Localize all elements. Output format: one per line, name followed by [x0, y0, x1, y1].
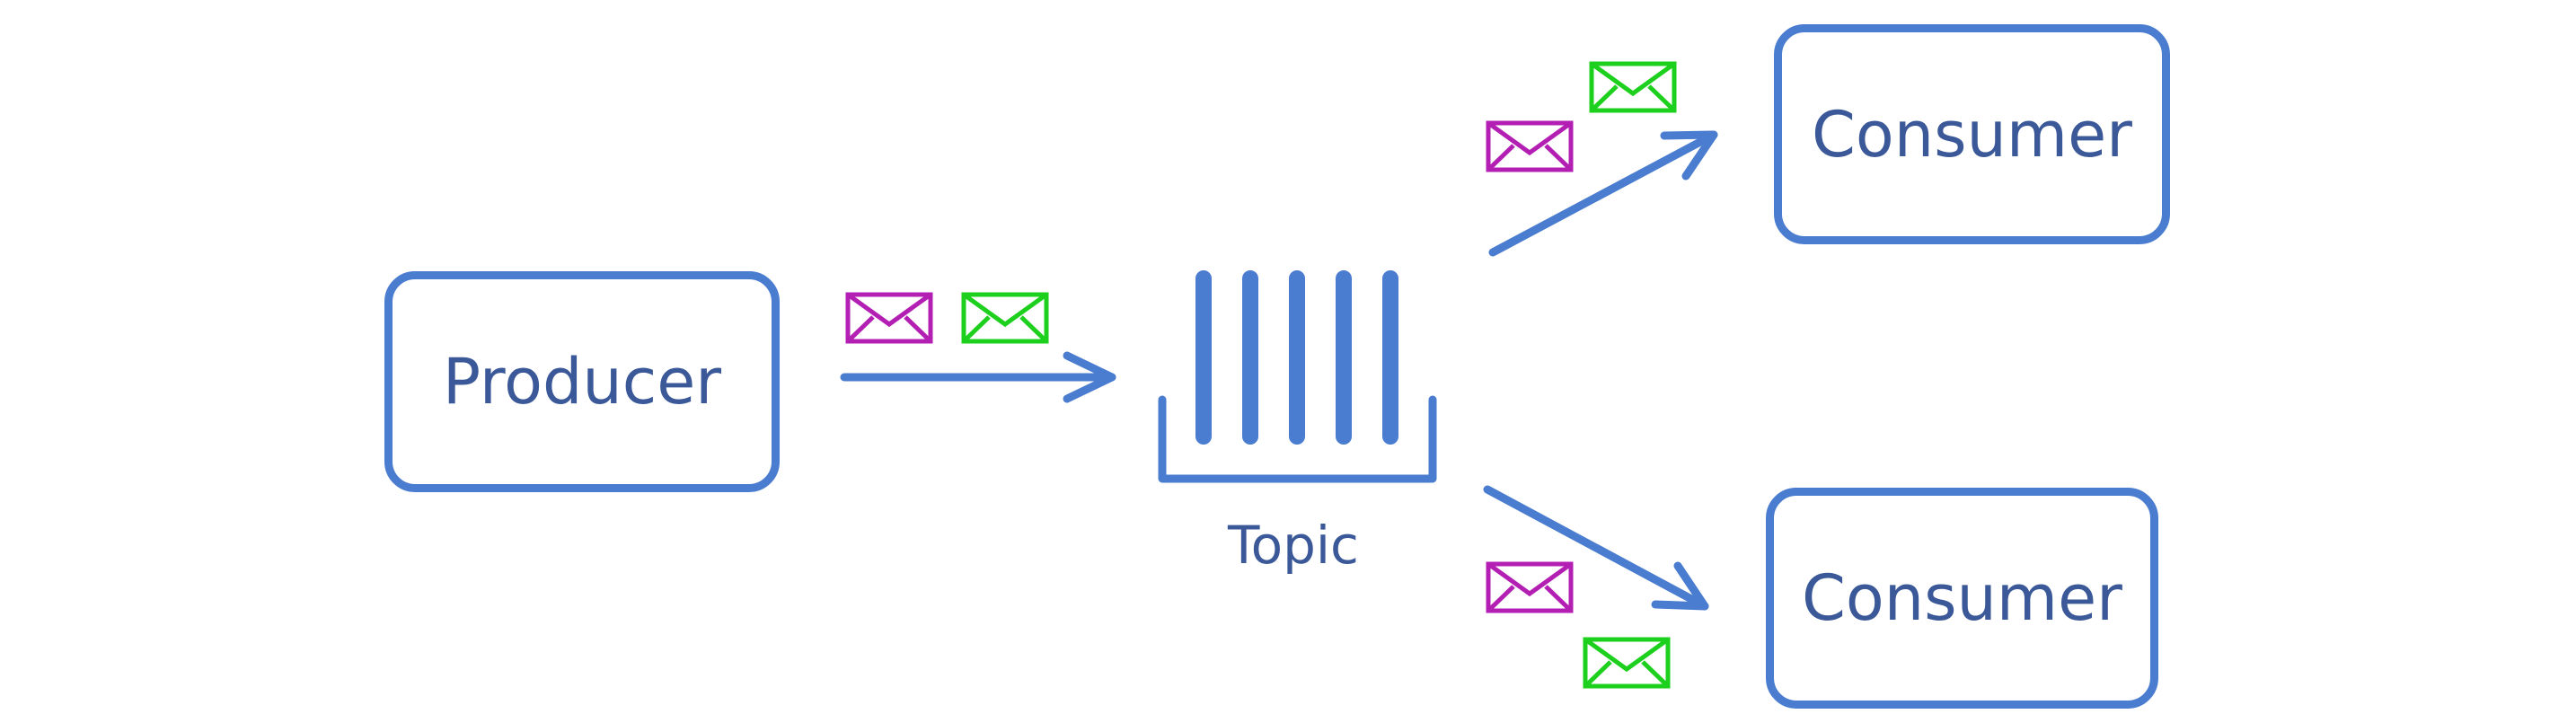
envelope-icon [1589, 61, 1677, 113]
topic-to-consumer-top-arrow [1488, 130, 1718, 257]
consumer-box: Consumer [1774, 24, 2170, 244]
envelope-icon [1583, 637, 1671, 689]
envelope-icon [845, 292, 933, 344]
producer-label: Producer [442, 345, 722, 419]
consumer-box: Consumer [1766, 488, 2158, 709]
topic-queue-icon [1158, 270, 1437, 483]
consumer-label: Consumer [1802, 561, 2122, 635]
envelope-icon [1486, 120, 1574, 172]
envelope-icon [1486, 561, 1574, 613]
topic-to-consumer-bottom-arrow [1483, 485, 1709, 611]
producer-to-topic-arrow [840, 351, 1116, 403]
producer-box: Producer [384, 271, 780, 492]
consumer-label: Consumer [1812, 97, 2132, 172]
topic-label: Topic [1228, 515, 1359, 576]
envelope-icon [961, 292, 1049, 344]
